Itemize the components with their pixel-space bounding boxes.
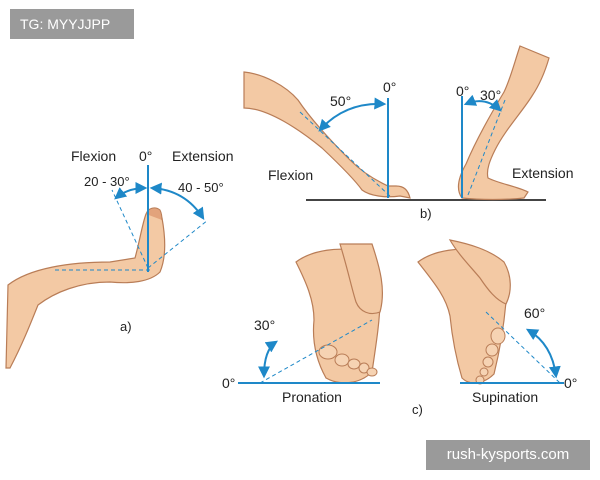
extension-arc-b [463, 94, 502, 112]
pronation-zero-label-c: 0° [222, 375, 235, 391]
zero-label-a: 0° [139, 148, 152, 164]
extension-label-a: Extension [172, 148, 233, 164]
supination-label-c: Supination [472, 389, 538, 405]
caption-c: c) [412, 402, 423, 417]
supination-arc-c [525, 328, 561, 379]
hand-illustration-c-pronation [339, 243, 383, 315]
flexion-angle-label-b: 50° [330, 93, 351, 109]
extension-label-b: Extension [512, 165, 573, 181]
watermark-top: TG: MYYJJPP [10, 9, 134, 39]
flexion-label-b: Flexion [268, 167, 313, 183]
extension-arc-a [149, 182, 205, 221]
leg-illustration-a [5, 212, 166, 369]
flexion-range-label-a: 20 - 30° [84, 174, 130, 189]
extension-angle-label-b: 30° [480, 87, 501, 103]
panel-c: 30° 0° Pronation 60° 0° Supination c) [222, 239, 577, 417]
hand-illustration-c-supination [448, 239, 511, 305]
extension-limit-line-a [147, 219, 209, 269]
caption-a: a) [120, 319, 132, 334]
tilt-line-c-pronation [259, 319, 373, 384]
caption-b: b) [420, 206, 432, 221]
shin-axis-line-b-extension [467, 99, 506, 196]
supination-angle-label-c: 60° [524, 305, 545, 321]
flexion-arc-a [114, 182, 148, 200]
extension-zero-label-b: 0° [456, 83, 469, 99]
flexion-zero-label-b: 0° [383, 79, 396, 95]
leg-illustration-b-flexion [243, 71, 411, 199]
toes-c-pronation [318, 344, 378, 377]
watermark-bottom: rush-kysports.com [426, 440, 590, 470]
flexion-label-a: Flexion [71, 148, 116, 164]
panel-a: Flexion 0° Extension 20 - 30° 40 - 50° a… [5, 148, 233, 369]
flexion-limit-line-a [111, 189, 149, 269]
panel-b: 50° 0° Flexion 0° 30° Extension b) [243, 45, 573, 221]
extension-range-label-a: 40 - 50° [178, 180, 224, 195]
pronation-angle-label-c: 30° [254, 317, 275, 333]
flexion-arc-b [318, 97, 387, 132]
pronation-label-c: Pronation [282, 389, 342, 405]
supination-zero-label-c: 0° [564, 375, 577, 391]
pronation-arc-c [258, 340, 278, 379]
